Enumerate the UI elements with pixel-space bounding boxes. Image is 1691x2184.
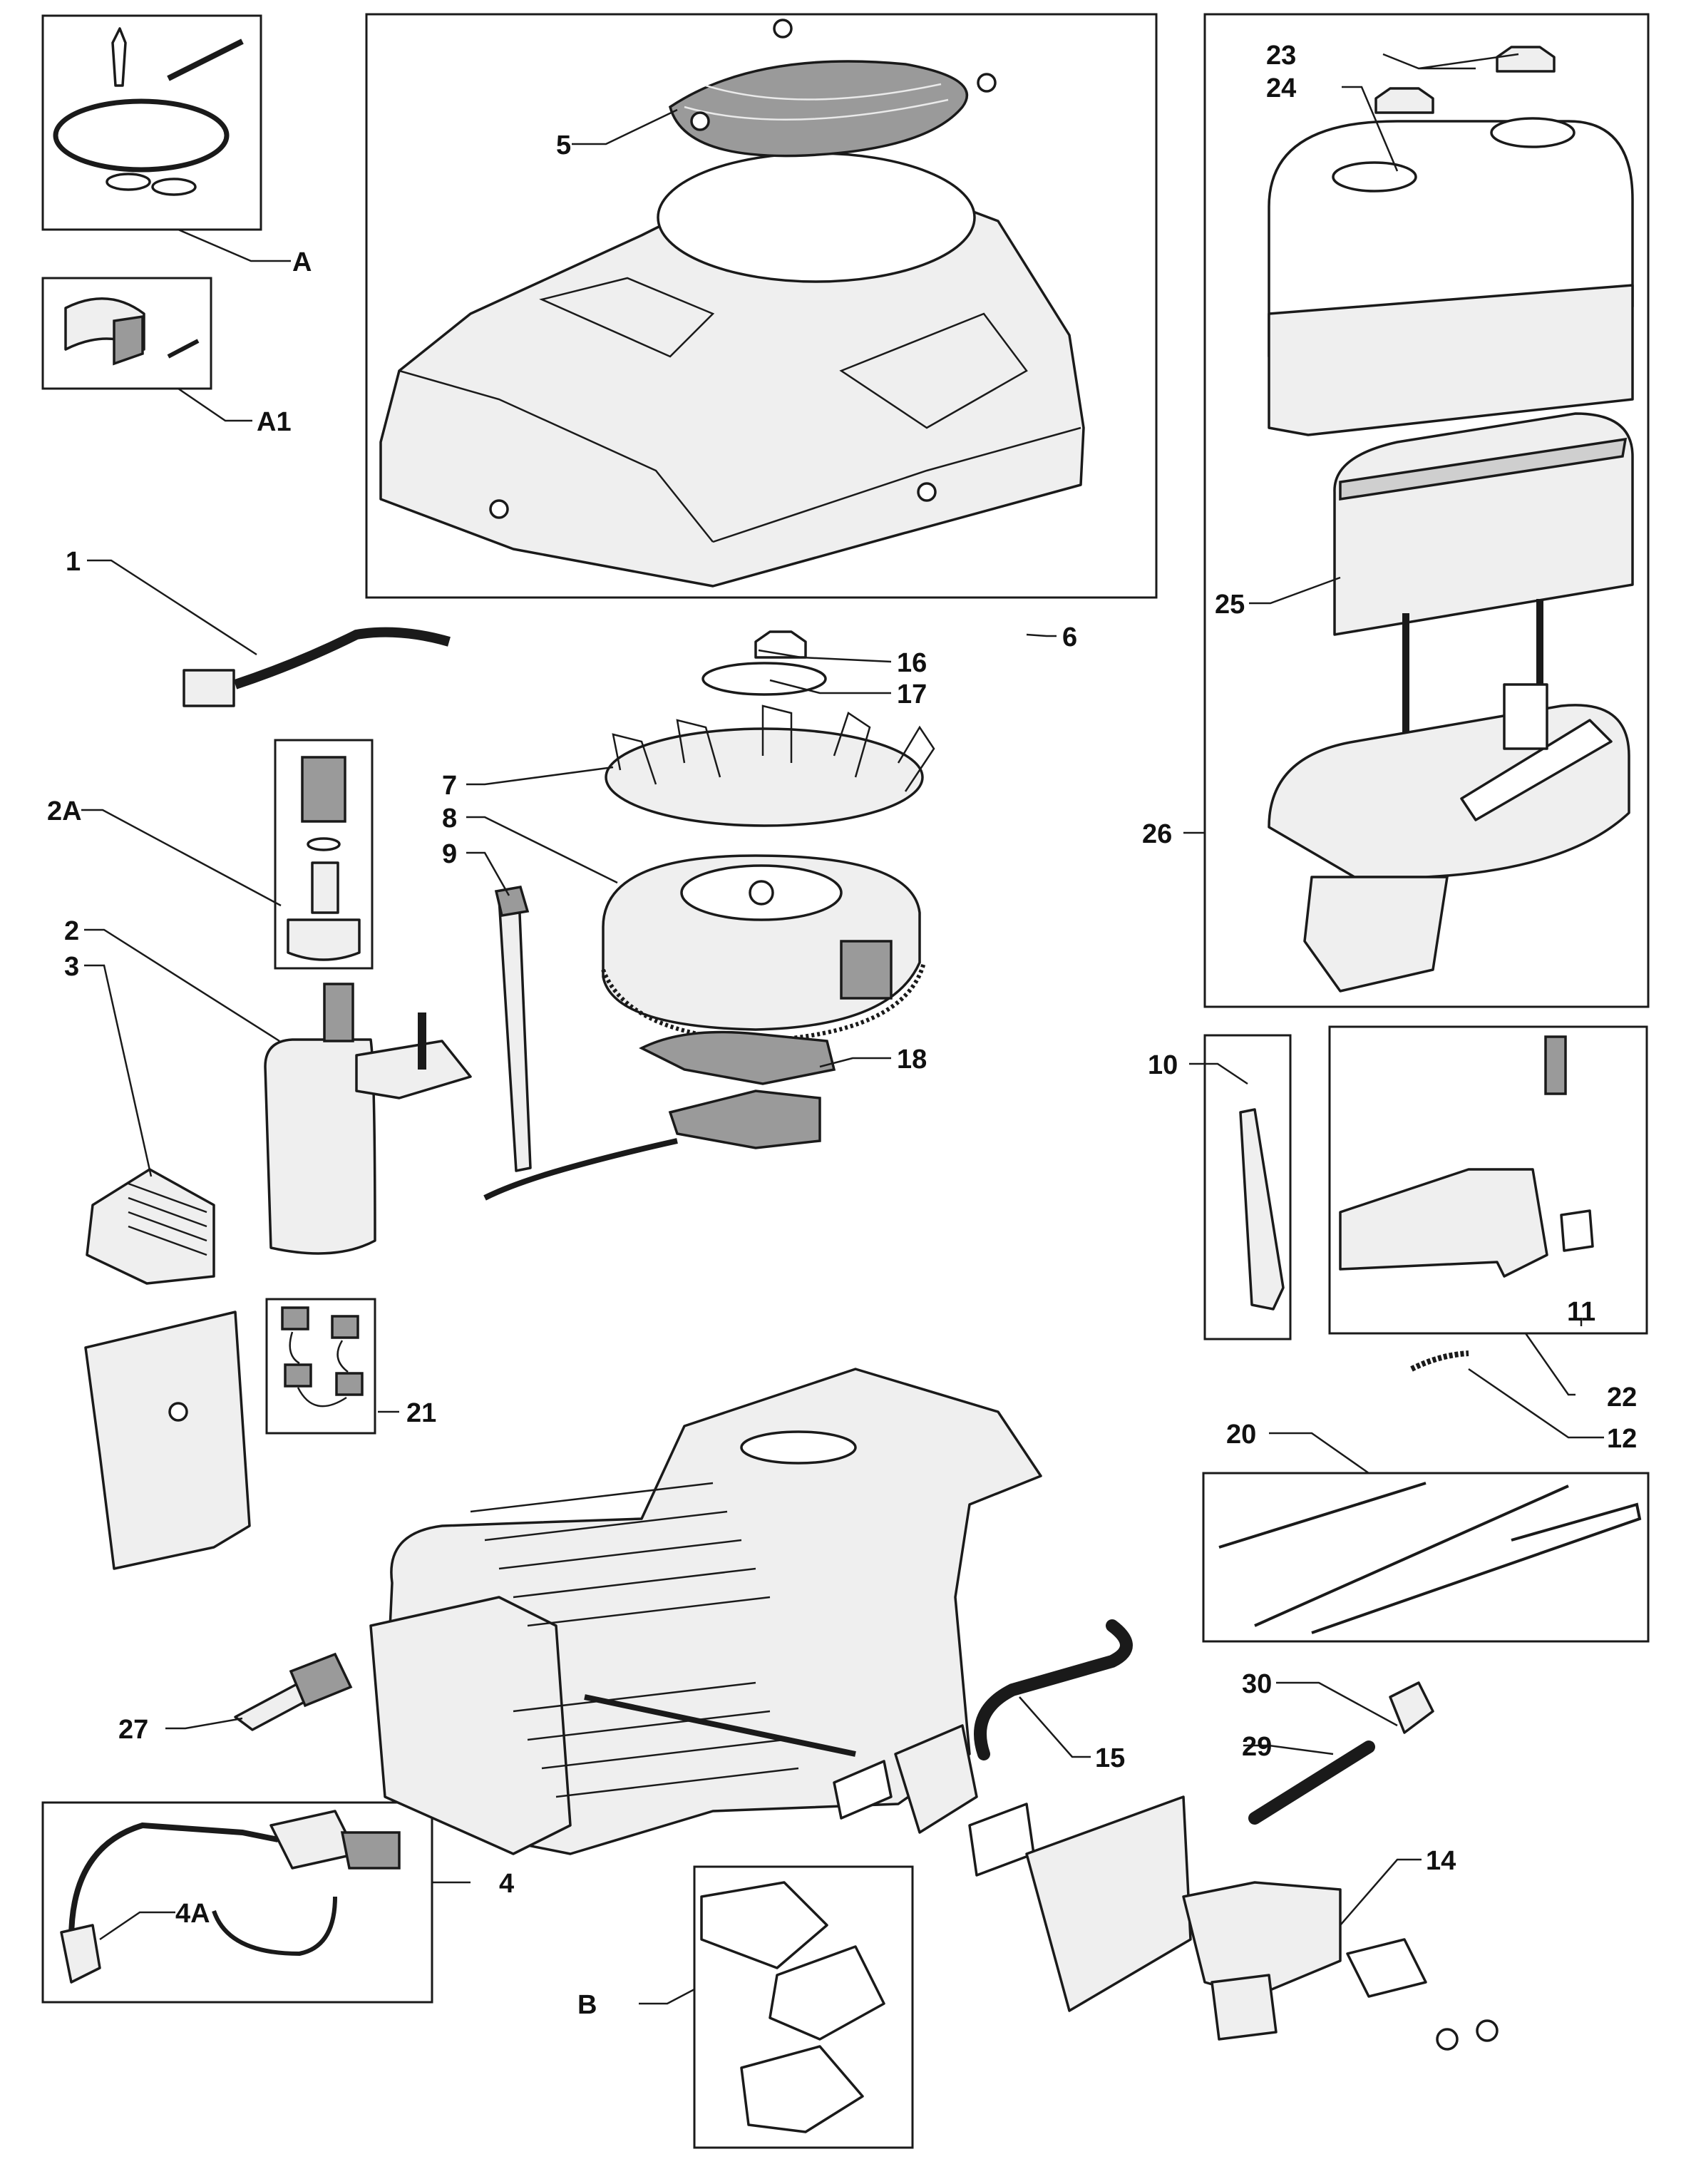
frame-governor-bracket xyxy=(1328,1025,1648,1335)
rectifier-icon xyxy=(86,1168,215,1285)
callout-25: 25 xyxy=(1215,590,1245,620)
callout-2A: 2A xyxy=(47,796,82,826)
callout-23: 23 xyxy=(1266,41,1296,71)
callout-B: B xyxy=(577,1990,597,2020)
callout-30: 30 xyxy=(1242,1669,1272,1699)
callout-A: A xyxy=(292,247,312,277)
callout-21: 21 xyxy=(406,1398,436,1428)
air-filter-icon xyxy=(1268,46,1634,993)
starter-motor-icon xyxy=(264,983,472,1255)
leader-lines xyxy=(81,53,1604,2005)
callout-14: 14 xyxy=(1426,1846,1456,1876)
callout-18: 18 xyxy=(897,1045,927,1075)
clamp-kit-icon xyxy=(64,297,200,366)
frame-gasket-kit xyxy=(693,1865,914,2149)
control-rod-icon xyxy=(1218,1482,1642,1634)
frame-throttle-lever xyxy=(1203,1034,1292,1340)
callout-6: 6 xyxy=(1062,622,1077,652)
frame-brushes xyxy=(265,1298,376,1435)
frame-rods xyxy=(1202,1472,1650,1643)
callout-15: 15 xyxy=(1095,1743,1125,1773)
callout-5: 5 xyxy=(556,130,571,160)
heat-shield-icon xyxy=(84,1311,251,1570)
callout-27: 27 xyxy=(118,1715,148,1745)
alternator-coil-icon xyxy=(483,1030,836,1201)
intake-gasket-icon xyxy=(833,1724,1035,1877)
callout-4A: 4A xyxy=(175,1899,210,1929)
spark-plug-icon xyxy=(234,1652,353,1731)
wire-harness-icon xyxy=(183,627,451,707)
callout-2: 2 xyxy=(64,916,79,946)
callout-22: 22 xyxy=(1607,1383,1637,1413)
callout-16: 16 xyxy=(897,648,927,678)
throttle-lever-icon xyxy=(1239,1108,1285,1311)
frame-starter-gear xyxy=(274,739,374,970)
callout-17: 17 xyxy=(897,680,927,709)
callout-3: 3 xyxy=(64,952,79,982)
seal-kit-icon xyxy=(53,27,244,196)
callout-1: 1 xyxy=(66,547,81,577)
callout-20: 20 xyxy=(1226,1420,1256,1450)
callout-7: 7 xyxy=(442,771,457,801)
starter-gear-icon xyxy=(287,756,361,961)
frame-ignition-coil xyxy=(41,1801,433,2004)
callout-A1: A1 xyxy=(257,407,292,437)
callout-8: 8 xyxy=(442,804,457,834)
callout-11: 11 xyxy=(1567,1297,1595,1327)
callout-10: 10 xyxy=(1148,1050,1178,1080)
flywheel-icon xyxy=(601,630,935,1044)
engine-shroud-icon xyxy=(379,152,1085,588)
grille-screen-icon xyxy=(668,19,997,158)
ignition-coil-icon xyxy=(60,1810,401,1984)
callout-26: 26 xyxy=(1142,819,1172,849)
gasket-kit-icon xyxy=(700,1881,885,2133)
callout-labels: A A1 1 2A 2 3 5 6 7 8 9 16 17 18 10 11 2… xyxy=(47,41,1637,2020)
brush-set-icon xyxy=(281,1306,364,1408)
callout-12: 12 xyxy=(1607,1424,1637,1454)
callout-4: 4 xyxy=(499,1869,514,1899)
fuel-tube-icon xyxy=(494,886,532,1172)
frame-kit-a1 xyxy=(41,277,212,390)
callout-9: 9 xyxy=(442,839,457,869)
callout-29: 29 xyxy=(1242,1732,1272,1762)
fuel-line-icon xyxy=(1248,1681,1434,1825)
callout-24: 24 xyxy=(1266,73,1296,103)
engine-block-icon xyxy=(369,1368,1042,1855)
breather-hose-icon xyxy=(974,1619,1133,1760)
frame-blower-housing xyxy=(365,13,1158,599)
frame-kit-a xyxy=(41,14,262,231)
frame-air-filter xyxy=(1203,13,1650,1008)
carburetor-icon xyxy=(1025,1795,1499,2051)
governor-bracket-icon xyxy=(1339,1035,1594,1372)
